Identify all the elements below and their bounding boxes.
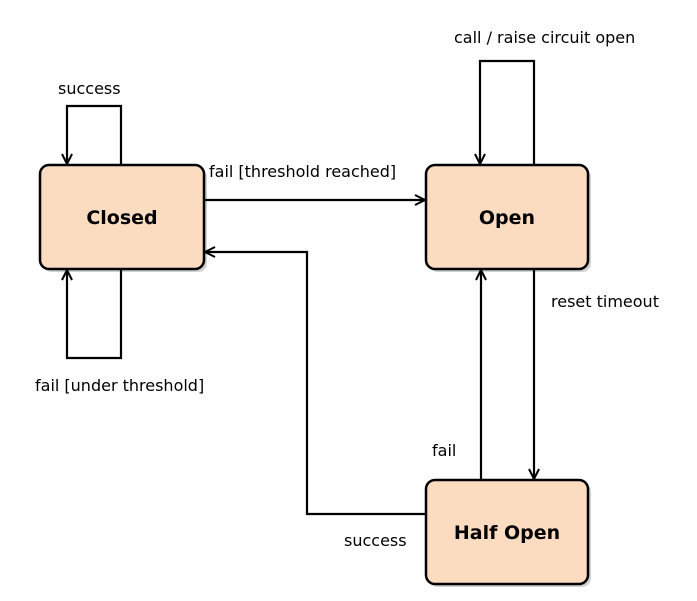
state-half-open-label: Half Open xyxy=(454,522,560,544)
state-closed: Closed xyxy=(38,163,207,272)
state-open-label: Open xyxy=(479,207,535,229)
state-open-box xyxy=(424,163,590,271)
closed-success-loop-label: success xyxy=(58,79,121,98)
half-open-to-closed-label: success xyxy=(344,531,407,550)
half-open-to-open-label: fail xyxy=(432,441,456,460)
state-closed-label: Closed xyxy=(86,207,157,229)
state-half-open-box xyxy=(424,478,590,586)
closed-success-loop-arrow xyxy=(67,104,123,165)
state-half-open: Half Open xyxy=(424,478,591,587)
open-call-loop-label: call / raise circuit open xyxy=(454,28,635,47)
closed-fail-under-threshold-arrow xyxy=(67,269,123,360)
open-call-loop-arrow xyxy=(480,59,536,165)
closed-to-open-label: fail [threshold reached] xyxy=(209,162,396,181)
state-open: Open xyxy=(424,163,591,272)
closed-fail-under-threshold-label: fail [under threshold] xyxy=(35,376,204,395)
open-to-half-open-label: reset timeout xyxy=(551,292,659,311)
half-open-to-closed-arrow xyxy=(205,252,426,516)
